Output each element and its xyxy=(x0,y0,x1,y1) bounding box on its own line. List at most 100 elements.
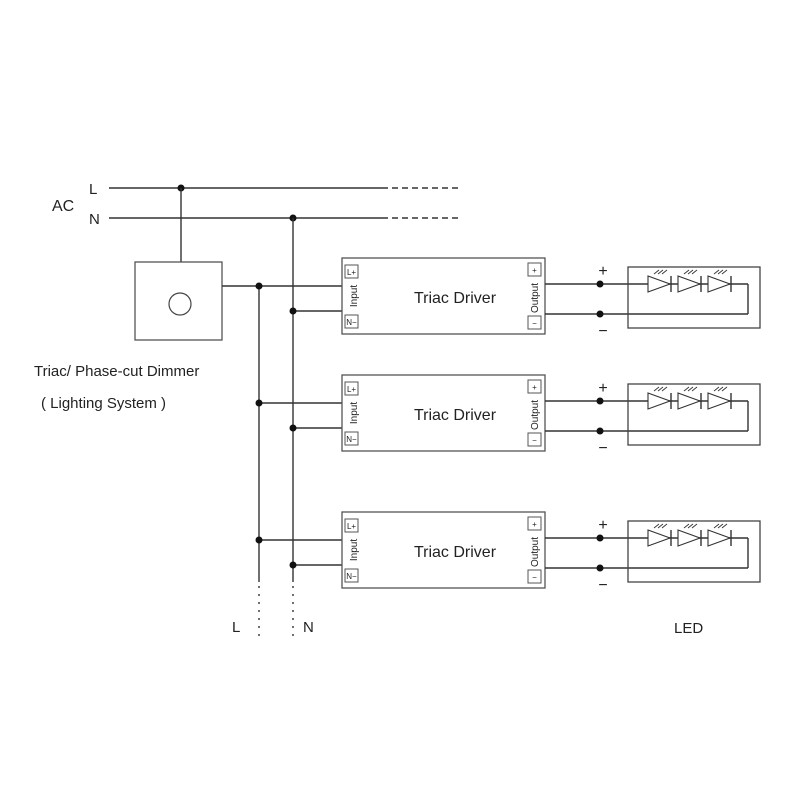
light-emission-arrows-icon xyxy=(683,523,698,529)
terminal-n-box xyxy=(344,314,359,329)
input-label: Input xyxy=(349,285,360,307)
terminal-n-box xyxy=(344,431,359,446)
led-diode-icon xyxy=(677,386,702,410)
junction-dot xyxy=(255,399,263,407)
led-diode-icon xyxy=(707,523,732,547)
driver-row: L+ N− + − Input Output Triac Driver + − xyxy=(255,374,761,457)
terminal-plus-box xyxy=(527,262,542,277)
triac-driver-box xyxy=(341,374,546,452)
light-emission-arrows-icon xyxy=(653,386,668,392)
terminal-n: N− xyxy=(346,435,357,444)
terminal-minus-box xyxy=(527,315,542,330)
junction-dot xyxy=(255,282,263,290)
junction-dot xyxy=(289,561,297,569)
junction-dot xyxy=(289,307,297,315)
terminal-plus-box xyxy=(527,379,542,394)
positive-terminal-dot xyxy=(596,534,604,542)
led-module-box xyxy=(627,520,761,583)
buses: L N xyxy=(232,218,314,636)
output-label: Output xyxy=(530,283,541,313)
dimmer-box xyxy=(134,261,223,341)
terminal-l-box xyxy=(344,381,359,396)
ac-label: AC xyxy=(52,198,74,215)
led-diode-icon xyxy=(707,386,732,410)
junction-dot xyxy=(255,536,263,544)
diode-triangle xyxy=(707,275,732,293)
positive-label: + xyxy=(598,517,607,534)
driver-row: L+ N− + − Input Output Triac Driver + − xyxy=(255,257,761,340)
triac-driver-box xyxy=(341,257,546,335)
led-module-box xyxy=(627,266,761,329)
terminal-plus-box xyxy=(527,516,542,531)
ac-supply: AC L N xyxy=(52,181,462,228)
dimmer-title: Triac/ Phase-cut Dimmer xyxy=(34,363,199,380)
diode-triangle xyxy=(677,392,702,410)
negative-label: − xyxy=(598,577,607,594)
terminal-l: L+ xyxy=(347,385,356,394)
diode-triangle xyxy=(647,529,672,547)
terminal-plus: + xyxy=(532,383,537,392)
terminal-l-box xyxy=(344,264,359,279)
negative-label: − xyxy=(598,440,607,457)
dimmer: Triac/ Phase-cut Dimmer ( Lighting Syste… xyxy=(34,188,259,412)
light-emission-arrows-icon xyxy=(713,269,728,275)
led-diode-icon xyxy=(647,269,672,293)
diode-triangle xyxy=(647,392,672,410)
led-diode-icon xyxy=(707,269,732,293)
diode-triangle xyxy=(677,529,702,547)
terminal-n-box xyxy=(344,568,359,583)
terminal-n: N− xyxy=(346,318,357,327)
triac-driver-box xyxy=(341,511,546,589)
terminal-minus-box xyxy=(527,432,542,447)
led-diode-icon xyxy=(647,523,672,547)
positive-terminal-dot xyxy=(596,280,604,288)
led-label: LED xyxy=(674,620,703,637)
terminal-l: L+ xyxy=(347,522,356,531)
light-emission-arrows-icon xyxy=(683,386,698,392)
terminal-n: N− xyxy=(346,572,357,581)
diode-triangle xyxy=(707,529,732,547)
negative-label: − xyxy=(598,323,607,340)
positive-terminal-dot xyxy=(596,397,604,405)
led-diode-icon xyxy=(647,386,672,410)
negative-terminal-dot xyxy=(596,564,604,572)
light-emission-arrows-icon xyxy=(653,523,668,529)
output-label: Output xyxy=(530,537,541,567)
led-diode-icon xyxy=(677,269,702,293)
terminal-plus: + xyxy=(532,266,537,275)
positive-label: + xyxy=(598,380,607,397)
light-emission-arrows-icon xyxy=(713,386,728,392)
driver-name: Triac Driver xyxy=(414,290,497,307)
junction-dot xyxy=(289,424,297,432)
positive-label: + xyxy=(598,263,607,280)
l-bus-label: L xyxy=(232,619,240,636)
driver-name: Triac Driver xyxy=(414,544,497,561)
driver-name: Triac Driver xyxy=(414,407,497,424)
led-module-box xyxy=(627,383,761,446)
ac-n-label: N xyxy=(89,211,100,228)
dimmer-knob-icon xyxy=(168,292,192,316)
negative-terminal-dot xyxy=(596,427,604,435)
terminal-minus: − xyxy=(532,436,537,445)
input-label: Input xyxy=(349,539,360,561)
diode-triangle xyxy=(707,392,732,410)
light-emission-arrows-icon xyxy=(653,269,668,275)
input-label: Input xyxy=(349,402,360,424)
terminal-l-box xyxy=(344,518,359,533)
light-emission-arrows-icon xyxy=(683,269,698,275)
terminal-plus: + xyxy=(532,520,537,529)
negative-terminal-dot xyxy=(596,310,604,318)
n-bus-label: N xyxy=(303,619,314,636)
output-label: Output xyxy=(530,400,541,430)
terminal-minus: − xyxy=(532,319,537,328)
diode-triangle xyxy=(647,275,672,293)
terminal-minus-box xyxy=(527,569,542,584)
diode-triangle xyxy=(677,275,702,293)
light-emission-arrows-icon xyxy=(713,523,728,529)
terminal-l: L+ xyxy=(347,268,356,277)
ac-l-label: L xyxy=(89,181,97,198)
dimmer-subtitle: ( Lighting System ) xyxy=(41,395,166,412)
led-diode-icon xyxy=(677,523,702,547)
